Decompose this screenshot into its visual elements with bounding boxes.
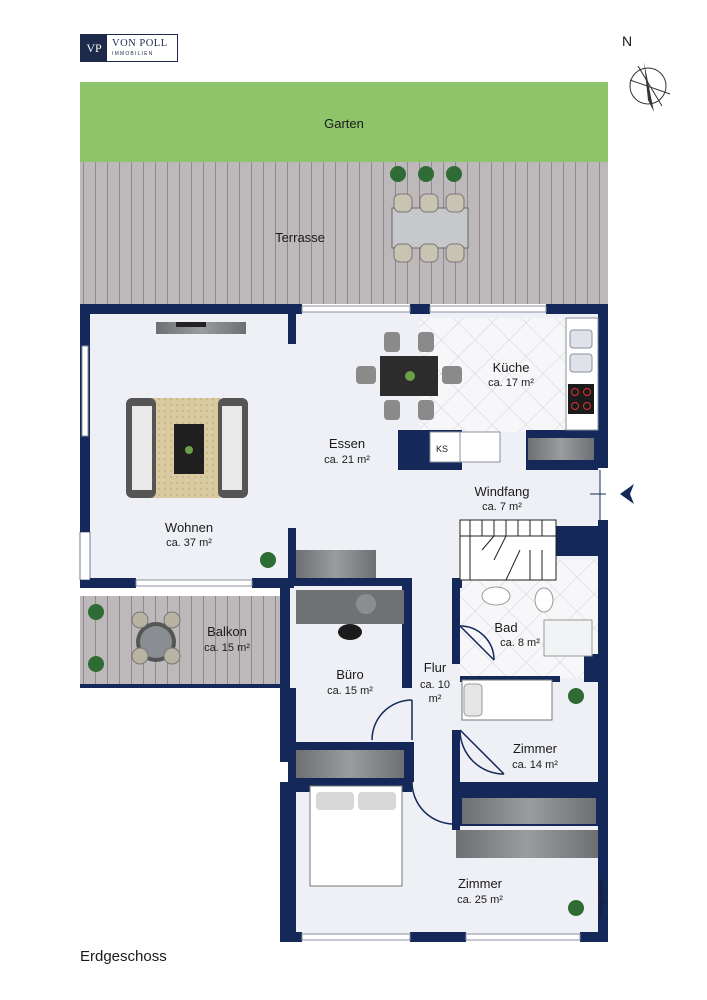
terrace-area [80, 162, 608, 304]
von-poll-logo: VP VON POLL IMMOBILIEN [80, 34, 178, 62]
label-essen: Essen [329, 436, 365, 451]
wardrobe-zimmer-25 [456, 830, 598, 858]
door-swings [371, 625, 505, 825]
label-flur: Flur [424, 660, 447, 675]
area-flur-1: ca. 10 [420, 679, 450, 691]
desk [296, 550, 404, 640]
terrace-table [391, 193, 469, 263]
logo-sub: IMMOBILIEN [112, 50, 154, 57]
wall-logo [79, 531, 91, 581]
windows [81, 305, 581, 941]
bath-fixtures [481, 586, 593, 657]
area-flur-2: m² [429, 693, 442, 705]
label-terrasse: Terrasse [275, 230, 325, 245]
area-essen: ca. 21 m² [324, 454, 370, 466]
balcony-table [131, 611, 181, 665]
fridge-label: KS [436, 444, 448, 454]
area-buero: ca. 15 m² [327, 685, 373, 697]
area-zimmer-14: ca. 14 m² [512, 759, 558, 771]
label-garten: Garten [324, 116, 364, 131]
logo-mark: VP [81, 35, 107, 61]
area-zimmer-25: ca. 25 m² [457, 894, 503, 906]
compass-icon [629, 62, 671, 112]
living-room-set [126, 398, 248, 498]
bed-zimmer-14 [461, 679, 553, 721]
logo-brand: VON POLL [112, 38, 168, 50]
kitchen-counter [429, 317, 599, 463]
plants [88, 166, 584, 916]
label-zimmer-25: Zimmer [458, 876, 503, 891]
entrance-marker [590, 470, 634, 520]
garden-area [80, 82, 608, 162]
wardrobe-zimmer-14 [462, 798, 596, 824]
area-kueche: ca. 17 m² [488, 377, 534, 389]
compass-label: N [622, 33, 632, 49]
balcony-area [80, 596, 280, 686]
label-bad: Bad [494, 620, 517, 635]
area-windfang: ca. 7 m² [482, 501, 522, 513]
label-balkon: Balkon [207, 624, 247, 639]
area-bad: ca. 8 m² [500, 637, 540, 649]
tv [176, 322, 206, 327]
area-wohnen: ca. 37 m² [166, 537, 212, 549]
label-windfang: Windfang [475, 484, 530, 499]
label-buero: Büro [336, 667, 363, 682]
label-kueche: Küche [493, 360, 530, 375]
staircase [459, 519, 557, 581]
label-wohnen: Wohnen [165, 520, 213, 535]
watermark: Immogrundriss [599, 878, 605, 918]
floor-caption: Erdgeschoss [80, 948, 167, 965]
dining-table [356, 332, 462, 420]
label-zimmer-14: Zimmer [513, 741, 558, 756]
area-balkon: ca. 15 m² [204, 642, 250, 654]
bed-zimmer-25 [309, 785, 403, 887]
wardrobe-buero [296, 750, 404, 778]
